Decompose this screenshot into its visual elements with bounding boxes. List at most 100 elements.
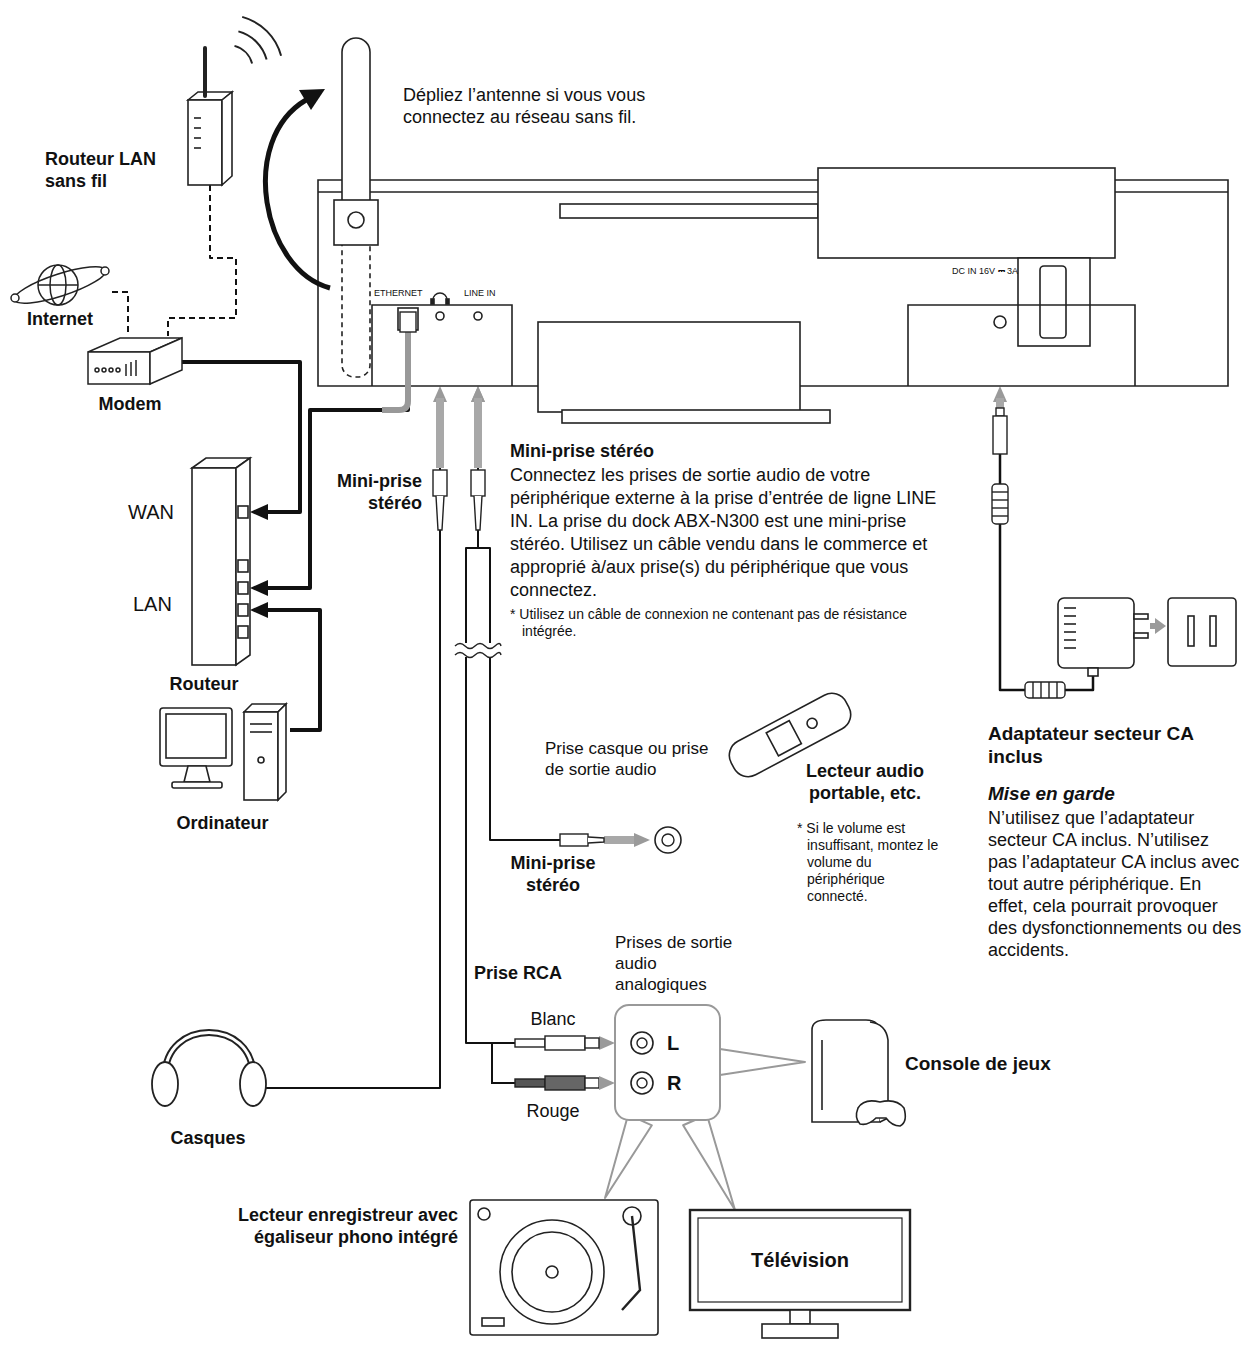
dock-unit-outline [538, 322, 800, 412]
ferrite-core [992, 507, 1008, 508]
dock-unit-outline [433, 293, 447, 300]
device-label: Télévision [690, 1248, 910, 1272]
mini-plug [655, 827, 681, 853]
footnote: * Utilisez un câble de connexion ne cont… [510, 606, 950, 640]
dc-plug [996, 398, 1004, 408]
ac-adapter-icon [1058, 598, 1134, 668]
wireless-router-icon [188, 48, 232, 185]
wireless-waves [242, 17, 281, 56]
headphones-node: Casques [150, 1030, 266, 1110]
device-label: Ordinateur [150, 812, 295, 834]
plug-arrow [1150, 618, 1166, 634]
mini-plug [436, 496, 444, 530]
port-label: LINE IN [464, 288, 514, 299]
wireless-router-icon [194, 117, 201, 119]
modem-icon [150, 338, 182, 384]
wireless-waves [235, 17, 282, 64]
cable-line [168, 185, 236, 336]
dock-unit-outline [1018, 258, 1090, 346]
modem-icon [88, 338, 182, 384]
mini-plug [662, 834, 674, 846]
dock-unit-outline [994, 316, 1006, 328]
rca-plug [492, 1036, 615, 1090]
dock-unit-outline [908, 305, 1135, 386]
device-label: Routeur LAN sans fil [45, 148, 170, 192]
plug-label: Mini-prise stéréo [326, 470, 422, 514]
ferrite-core [1056, 682, 1057, 698]
cable-connector [466, 386, 615, 1050]
antenna [334, 38, 378, 377]
ac-adapter-icon [1134, 614, 1148, 619]
callout-tail [683, 1115, 735, 1210]
ferrite-core [992, 499, 1008, 500]
turntable-icon [478, 1208, 490, 1220]
dc-plug [993, 416, 1007, 454]
computer-icon [184, 766, 210, 782]
router-icon [238, 582, 248, 594]
modem-icon [125, 364, 127, 376]
dock-unit-outline [474, 312, 482, 320]
dock-unit-outline [560, 204, 818, 218]
ac-adapter-icon [1064, 623, 1076, 625]
game-console-icon [856, 1101, 905, 1126]
wireless-router-icon [194, 147, 201, 149]
device-label: Prises de sortie audio analogiques [615, 932, 733, 995]
ac-adapter-icon [1064, 647, 1076, 649]
headphones-icon [152, 1033, 266, 1107]
computer-icon [278, 704, 286, 800]
cable-connector [168, 185, 236, 336]
turntable-icon [512, 1232, 592, 1312]
internet-globe-icon [11, 260, 109, 311]
game-console-node: Console de jeux [805, 1020, 890, 1125]
arrow-head [250, 504, 268, 520]
device-label: Adaptateur secteur CA inclus [988, 722, 1238, 768]
ac-adapter-icon [1064, 615, 1076, 617]
callout-tail [605, 1115, 652, 1198]
ac-adapter-icon [1064, 639, 1076, 641]
wall-outlet [1188, 616, 1194, 646]
wireless-router-icon [194, 137, 201, 139]
callout-tail [720, 1049, 805, 1075]
dock-unit-outline [562, 410, 830, 423]
ac-adapter-icon [1058, 598, 1148, 676]
device-label: Console de jeux [905, 1052, 1095, 1075]
unfold-arrow [265, 100, 330, 288]
wireless-router-icon [203, 48, 207, 96]
mini-plug [436, 398, 444, 468]
color-label: Rouge [518, 1100, 588, 1122]
cable-connector [112, 292, 128, 336]
modem-icon [102, 368, 106, 372]
mini-plug [433, 470, 447, 496]
dock-unit-outline [446, 299, 449, 304]
internet-globe-node: Internet [8, 262, 112, 306]
router-icon [238, 604, 248, 616]
wireless-waves [235, 46, 253, 64]
dock-unit-outline [436, 312, 444, 320]
wireless-router-node: Routeur LAN sans fil [183, 45, 233, 185]
ferrite-core [1048, 682, 1049, 698]
mini-plug [560, 827, 681, 853]
device-label: Lecteur enregistreur avec égaliseur phon… [178, 1204, 458, 1248]
dock-unit-outline [372, 305, 512, 386]
device-label: Routeur [144, 673, 264, 695]
television-icon [790, 1310, 810, 1324]
device-label: Lecteur audio portable, etc. [785, 760, 945, 804]
internet-globe-icon [38, 265, 78, 305]
internet-globe-icon [11, 260, 109, 311]
router-icon [238, 506, 248, 518]
plug-label: Mini-prise stéréo [497, 852, 609, 896]
jack-callout [637, 1038, 647, 1048]
mini-plug [474, 398, 482, 468]
color-label: Blanc [518, 1008, 588, 1030]
ferrite-core [992, 484, 1065, 698]
port-label: LAN [133, 592, 183, 616]
turntable-icon [470, 1200, 658, 1335]
router-icon [236, 458, 250, 665]
ethernet-plug [400, 312, 416, 332]
jack-callout [615, 1005, 720, 1120]
computer-node: Ordinateur [155, 700, 290, 800]
wall-outlet [1168, 598, 1236, 666]
rca-plug [599, 1076, 615, 1090]
device-label: Modem [78, 393, 182, 415]
wall-outlet [1168, 598, 1236, 666]
